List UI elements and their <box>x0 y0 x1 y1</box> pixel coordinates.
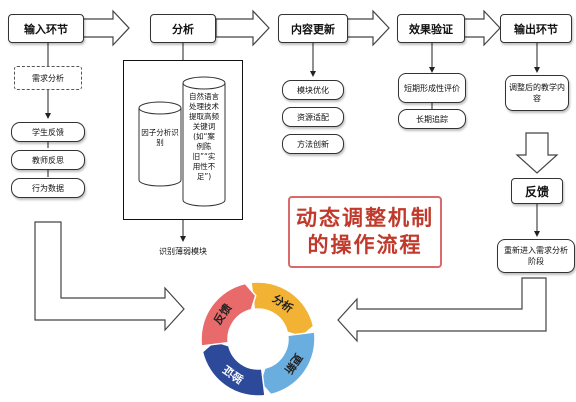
student-feedback-pill: 学生反馈 <box>11 122 85 142</box>
hollow-bend-arrow-left <box>34 221 185 332</box>
cycle-segment-feedback <box>200 282 257 347</box>
nlp-keywords-label: 自然语言处理技术提取高频关键词(如“案例陈旧”“实用性不足”) <box>184 92 224 182</box>
module-optimization-pill: 模块优化 <box>282 80 344 100</box>
stage-analysis: 分析 <box>150 14 216 43</box>
cycle-segment-update <box>259 331 316 396</box>
resource-adaptation-pill: 资源适配 <box>282 107 344 127</box>
hollow-arrow-1 <box>82 9 130 47</box>
cycle-segment-verify <box>201 340 266 397</box>
hollow-arrow-4 <box>463 9 501 47</box>
nlp-line: 用性不 <box>192 162 216 171</box>
hollow-arrow-3 <box>345 9 390 47</box>
nlp-line: 提取高频 <box>189 112 219 121</box>
nlp-line: 例陈 <box>196 142 212 151</box>
stage-input: 输入环节 <box>8 14 84 43</box>
hollow-bend-arrow-right <box>337 277 547 343</box>
demand-analysis-box: 需求分析 <box>14 66 82 90</box>
nlp-line: 足”) <box>196 172 212 181</box>
cycle-segment-analysis <box>250 281 315 338</box>
nlp-line: 自然语言 <box>189 92 219 101</box>
identify-weak-modules-label: 识别薄弱模块 <box>159 247 207 256</box>
nlp-line: 处理技术 <box>189 102 219 111</box>
diagram-title: 动态调整机制 的操作流程 <box>288 196 442 268</box>
stage-update: 内容更新 <box>278 14 348 43</box>
short-term-evaluation-box: 短期形成性评价 <box>398 73 466 103</box>
title-line-2: 的操作流程 <box>307 233 423 257</box>
factor-analysis-label: 因子分析识别 <box>141 128 179 147</box>
hollow-down-arrow <box>515 132 559 174</box>
hollow-arrow-2 <box>215 9 270 47</box>
nlp-line: 关键词 <box>192 122 216 131</box>
reenter-demand-analysis-box: 重新进入需求分析阶段 <box>497 239 575 273</box>
nlp-line: (如“案 <box>193 132 215 141</box>
nlp-line: 旧”“实 <box>192 152 216 161</box>
stage-output: 输出环节 <box>500 14 572 43</box>
stage-verify: 效果验证 <box>397 14 465 43</box>
behavior-data-pill: 行为数据 <box>11 178 85 198</box>
long-term-tracking-pill: 长期追踪 <box>398 109 466 129</box>
title-line-1: 动态调整机制 <box>296 206 434 230</box>
feedback-box: 反馈 <box>511 178 563 204</box>
method-innovation-pill: 方法创新 <box>282 134 344 154</box>
teacher-reflection-pill: 教师反思 <box>11 150 85 170</box>
adjusted-content-box: 调整后的教学内容 <box>505 75 569 111</box>
